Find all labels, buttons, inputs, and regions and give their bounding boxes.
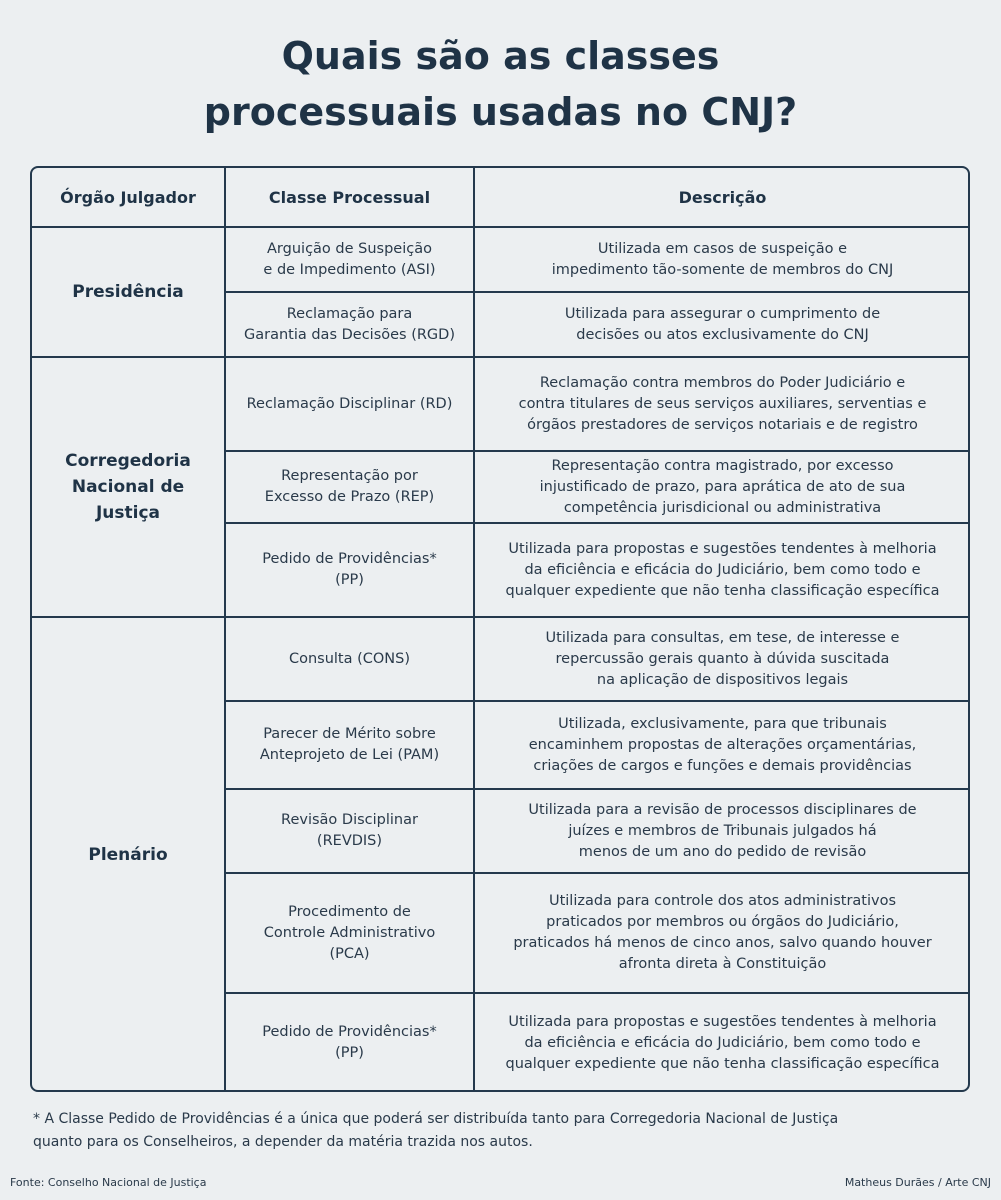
class-cell: Consulta (CONS) — [288, 650, 411, 667]
row-divider — [224, 291, 968, 293]
row-divider — [224, 788, 968, 790]
column-divider — [473, 168, 475, 1090]
row-divider — [224, 992, 968, 994]
title-line-1: Quais são as classes — [281, 34, 720, 78]
description-cell: Reclamação contra membros do Poder Judic… — [518, 374, 927, 433]
row-divider — [224, 450, 968, 452]
description-cell: Utilizada, exclusivamente, para que trib… — [528, 715, 917, 774]
row-divider — [224, 872, 968, 874]
class-cell: Reclamação para Garantia das Decisões (R… — [243, 305, 455, 343]
class-cell: Pedido de Providências* (PP) — [262, 1024, 437, 1061]
class-cell: Parecer de Mérito sobre Anteprojeto de L… — [259, 726, 440, 763]
class-cell: Reclamação Disciplinar (RD) — [246, 395, 453, 412]
page-title: Quais são as classes processuais usadas … — [0, 28, 1001, 140]
class-cell: Pedido de Providências* (PP) — [262, 551, 437, 588]
description-cell: Utilizada para assegurar o cumprimento d… — [564, 305, 881, 343]
row-divider — [224, 522, 968, 524]
column-divider — [224, 168, 226, 1090]
row-divider — [224, 700, 968, 702]
description-cell: Utilizada para propostas e sugestões ten… — [505, 540, 940, 599]
description-cell: Utilizada para consultas, em tese, de in… — [545, 629, 900, 688]
credit-note: Matheus Durães / Arte CNJ — [844, 1176, 991, 1189]
header-class: Classe Processual — [268, 187, 431, 207]
classes-table: Órgão Julgador Classe Processual Descriç… — [30, 166, 970, 1092]
class-cell: Revisão Disciplinar (REVDIS) — [281, 812, 418, 849]
description-cell: Utilizada em casos de suspeição e impedi… — [551, 240, 894, 278]
organ-corregedoria: Corregedoria Nacional de Justiça — [65, 451, 191, 523]
header-description: Descrição — [678, 187, 767, 207]
group-divider — [32, 356, 968, 358]
class-cell: Procedimento de Controle Administrativo … — [263, 903, 436, 962]
class-cell: Representação por Excesso de Prazo (REP) — [264, 468, 435, 505]
source-note: Fonte: Conselho Nacional de Justiça — [10, 1176, 207, 1189]
description-cell: Utilizada para propostas e sugestões ten… — [505, 1013, 940, 1072]
header-organ: Órgão Julgador — [60, 187, 196, 207]
description-cell: Utilizada para controle dos atos adminis… — [513, 893, 932, 972]
title-line-2: processuais usadas no CNJ? — [203, 90, 798, 134]
group-divider — [32, 616, 968, 618]
description-cell: Representação contra magistrado, por exc… — [539, 457, 906, 516]
description-cell: Utilizada para a revisão de processos di… — [528, 801, 917, 860]
organ-plenario: Plenário — [88, 845, 168, 865]
footnote: * A Classe Pedido de Providências é a ún… — [33, 1111, 839, 1150]
organ-presidencia: Presidência — [72, 282, 184, 302]
class-cell: Arguição de Suspeição e de Impedimento (… — [263, 240, 436, 278]
header-divider — [32, 226, 968, 228]
